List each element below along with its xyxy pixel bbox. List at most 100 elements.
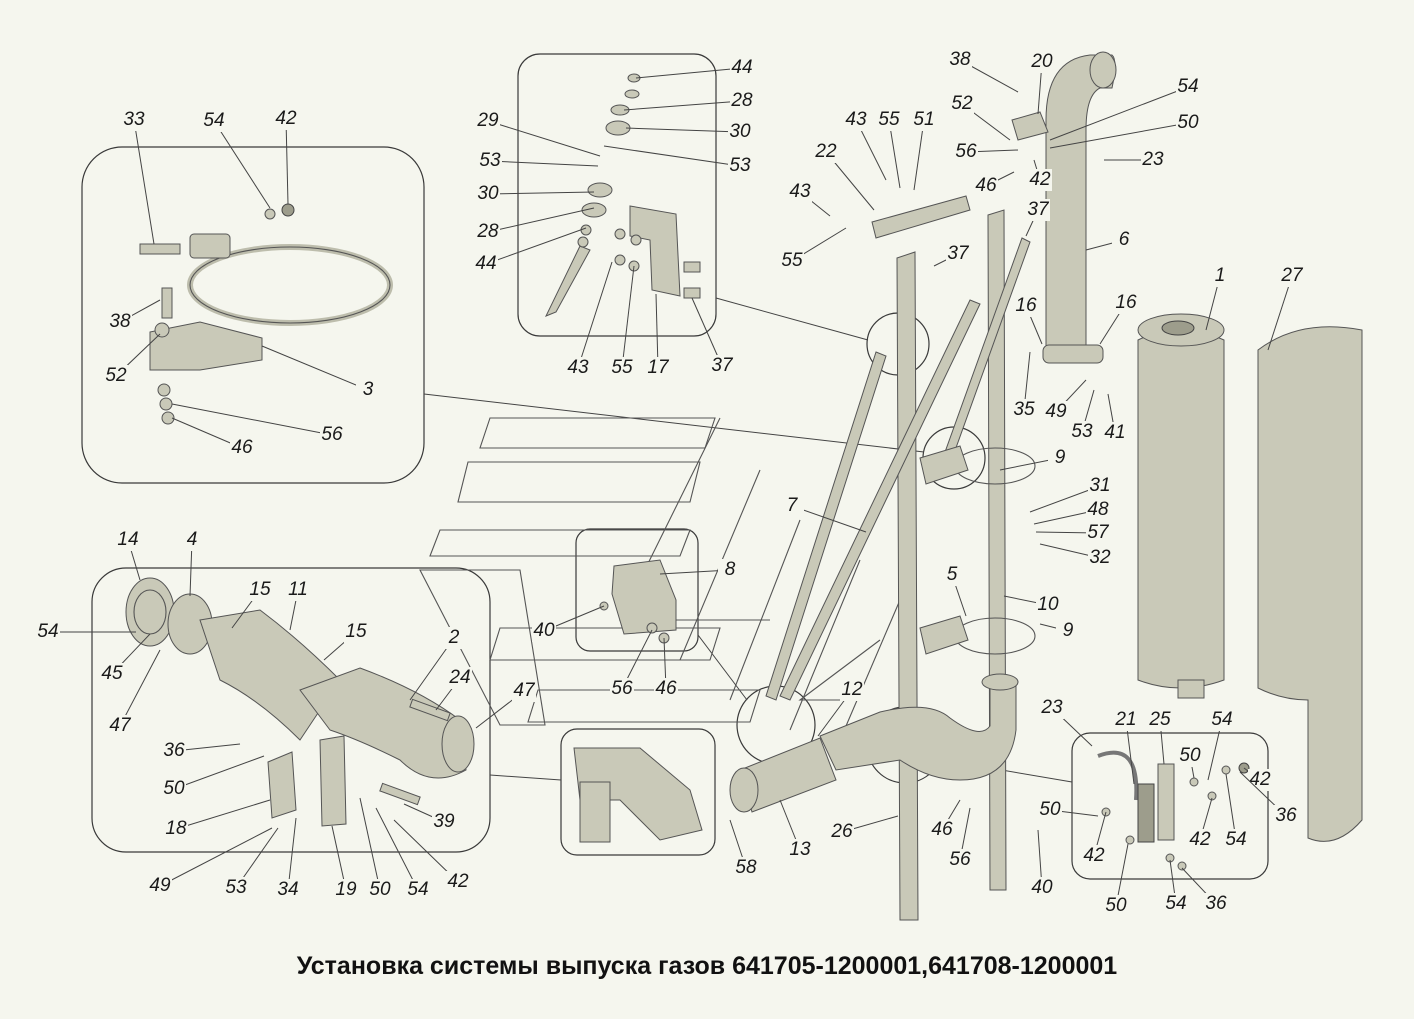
part-number-label: 55 (781, 250, 803, 271)
leader-line (913, 119, 925, 191)
detail-box-bracket-stack (517, 53, 717, 337)
part-number-label: 17 (647, 357, 670, 378)
part-number-label: 21 (1114, 709, 1136, 730)
part-number-label: 42 (1249, 769, 1271, 790)
part-number-label: 9 (1063, 620, 1074, 641)
bracket-8-detail (599, 559, 677, 644)
part-number-label: 33 (123, 109, 145, 130)
label-background (164, 818, 188, 840)
label-background (1044, 401, 1068, 423)
label-background (104, 365, 128, 387)
label-background (788, 181, 812, 203)
muffler-clamps (919, 445, 1036, 655)
part-number-label: 15 (345, 621, 367, 642)
part-number-label: 41 (1104, 422, 1125, 443)
leader-line (175, 799, 271, 830)
part-number-label: 19 (335, 879, 357, 900)
leader-line (213, 120, 271, 209)
label-background (108, 715, 132, 737)
part-number-label: 13 (789, 839, 811, 860)
label-background (286, 579, 310, 601)
exhaust-stack (1042, 51, 1117, 364)
label-background (1086, 522, 1110, 544)
label-background (406, 879, 430, 901)
part-number-label: 34 (277, 879, 298, 900)
part-number-label: 50 (163, 778, 185, 799)
part-number-label: 36 (1275, 805, 1297, 826)
leader-line (489, 160, 599, 167)
part-number-label: 58 (735, 857, 757, 878)
part-number-label: 30 (729, 121, 751, 142)
label-background (734, 857, 758, 879)
leader-line (261, 345, 369, 391)
part-number-label: 1 (1215, 265, 1226, 286)
label-background (1048, 447, 1072, 469)
label-background (948, 49, 972, 71)
part-number-label: 44 (731, 57, 752, 78)
label-background (1012, 399, 1036, 421)
label-background (830, 821, 854, 843)
label-background (344, 621, 368, 643)
label-background (780, 250, 804, 272)
detail-box-rear-bracket (1071, 732, 1269, 880)
label-background (180, 529, 204, 551)
part-number-label: 46 (931, 819, 953, 840)
label-background (930, 819, 954, 841)
leader-line (888, 119, 901, 189)
label-background (202, 110, 226, 132)
label-background (512, 680, 536, 702)
detail-box-clamp (81, 146, 425, 484)
bracket-22 (871, 195, 971, 239)
label-background (1114, 292, 1138, 314)
part-number-label: 3 (363, 379, 374, 400)
label-background (1176, 112, 1200, 134)
part-number-label: 46 (655, 678, 677, 699)
label-background (1188, 829, 1212, 851)
label-background (974, 175, 998, 197)
label-background (1038, 799, 1062, 821)
label-background (320, 424, 344, 446)
label-background (230, 437, 254, 459)
label-background (1030, 877, 1054, 899)
pipe-elbow-detail (573, 747, 703, 843)
part-number-label: 53 (729, 155, 751, 176)
leader-line (285, 118, 289, 205)
label-background (108, 311, 132, 333)
label-background (1224, 829, 1248, 851)
rear-bracket-detail (1097, 750, 1250, 871)
label-background (840, 679, 864, 701)
leader-line (1049, 122, 1189, 149)
label-background (1028, 169, 1052, 191)
part-number-label: 54 (37, 621, 58, 642)
part-number-label: 48 (1087, 499, 1109, 520)
part-number-label: 29 (476, 110, 499, 131)
part-number-label: 50 (1105, 895, 1127, 916)
label-background (442, 627, 466, 649)
leader-line (171, 403, 333, 436)
part-number-label: 43 (789, 181, 811, 202)
label-background (1104, 895, 1128, 917)
leader-line (1267, 275, 1293, 351)
label-background (654, 678, 678, 700)
muffler-1 (1137, 329, 1225, 689)
part-number-label: 43 (845, 109, 867, 130)
part-number-label: 57 (1087, 522, 1110, 543)
part-number-label: 18 (165, 818, 187, 839)
part-number-label: 8 (725, 559, 736, 580)
label-background (877, 109, 901, 131)
part-number-label: 15 (249, 579, 271, 600)
label-background (730, 57, 754, 79)
part-number-label: 36 (1205, 893, 1227, 914)
part-number-label: 53 (225, 877, 247, 898)
label-background (1141, 149, 1165, 171)
leader-line (577, 261, 613, 369)
part-number-label: 16 (1015, 295, 1037, 316)
label-background (1210, 709, 1234, 731)
part-number-label: 54 (1211, 709, 1232, 730)
part-number-label: 50 (1177, 112, 1199, 133)
label-background (1114, 709, 1138, 731)
part-number-label: 54 (407, 879, 428, 900)
part-number-label: 14 (117, 529, 138, 550)
heat-shield-27 (1257, 326, 1363, 842)
